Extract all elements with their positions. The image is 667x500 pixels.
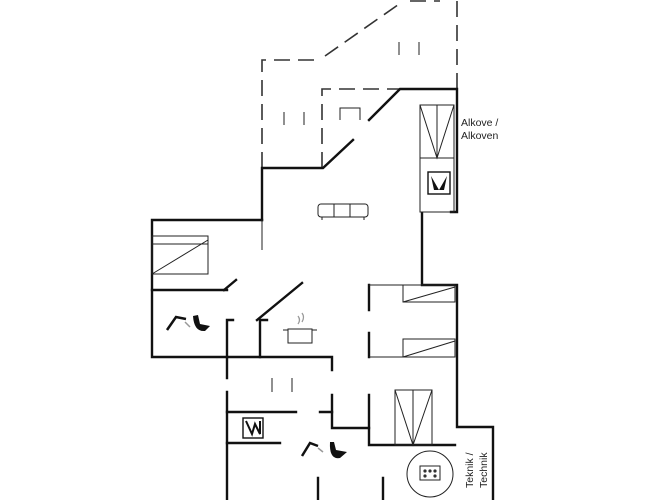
- bed-left: [151, 235, 209, 275]
- bed-right-2: [402, 338, 456, 358]
- alcove-bed: [419, 104, 455, 213]
- cooking-pot-icon: [283, 312, 317, 344]
- technic-label-line2: Technik: [478, 452, 490, 488]
- technic-label-line1: Teknik /: [464, 452, 476, 488]
- whirlpool-icon: [406, 450, 454, 498]
- shower-icon: [300, 441, 347, 459]
- alcove-label-line1: Alkove /: [461, 117, 498, 129]
- stair-ticks: [271, 378, 293, 392]
- double-bed: [394, 389, 433, 447]
- sauna-stove-icon: [242, 417, 264, 439]
- shower-icon: [165, 315, 210, 332]
- outdoor-terrace-dashed: [261, 0, 458, 168]
- alcove-label-line2: Alkoven: [461, 130, 499, 142]
- walls: [150, 87, 495, 500]
- sofa-icon: [317, 203, 369, 220]
- bed-right-1: [402, 284, 456, 303]
- fireplace-icon: [427, 171, 451, 195]
